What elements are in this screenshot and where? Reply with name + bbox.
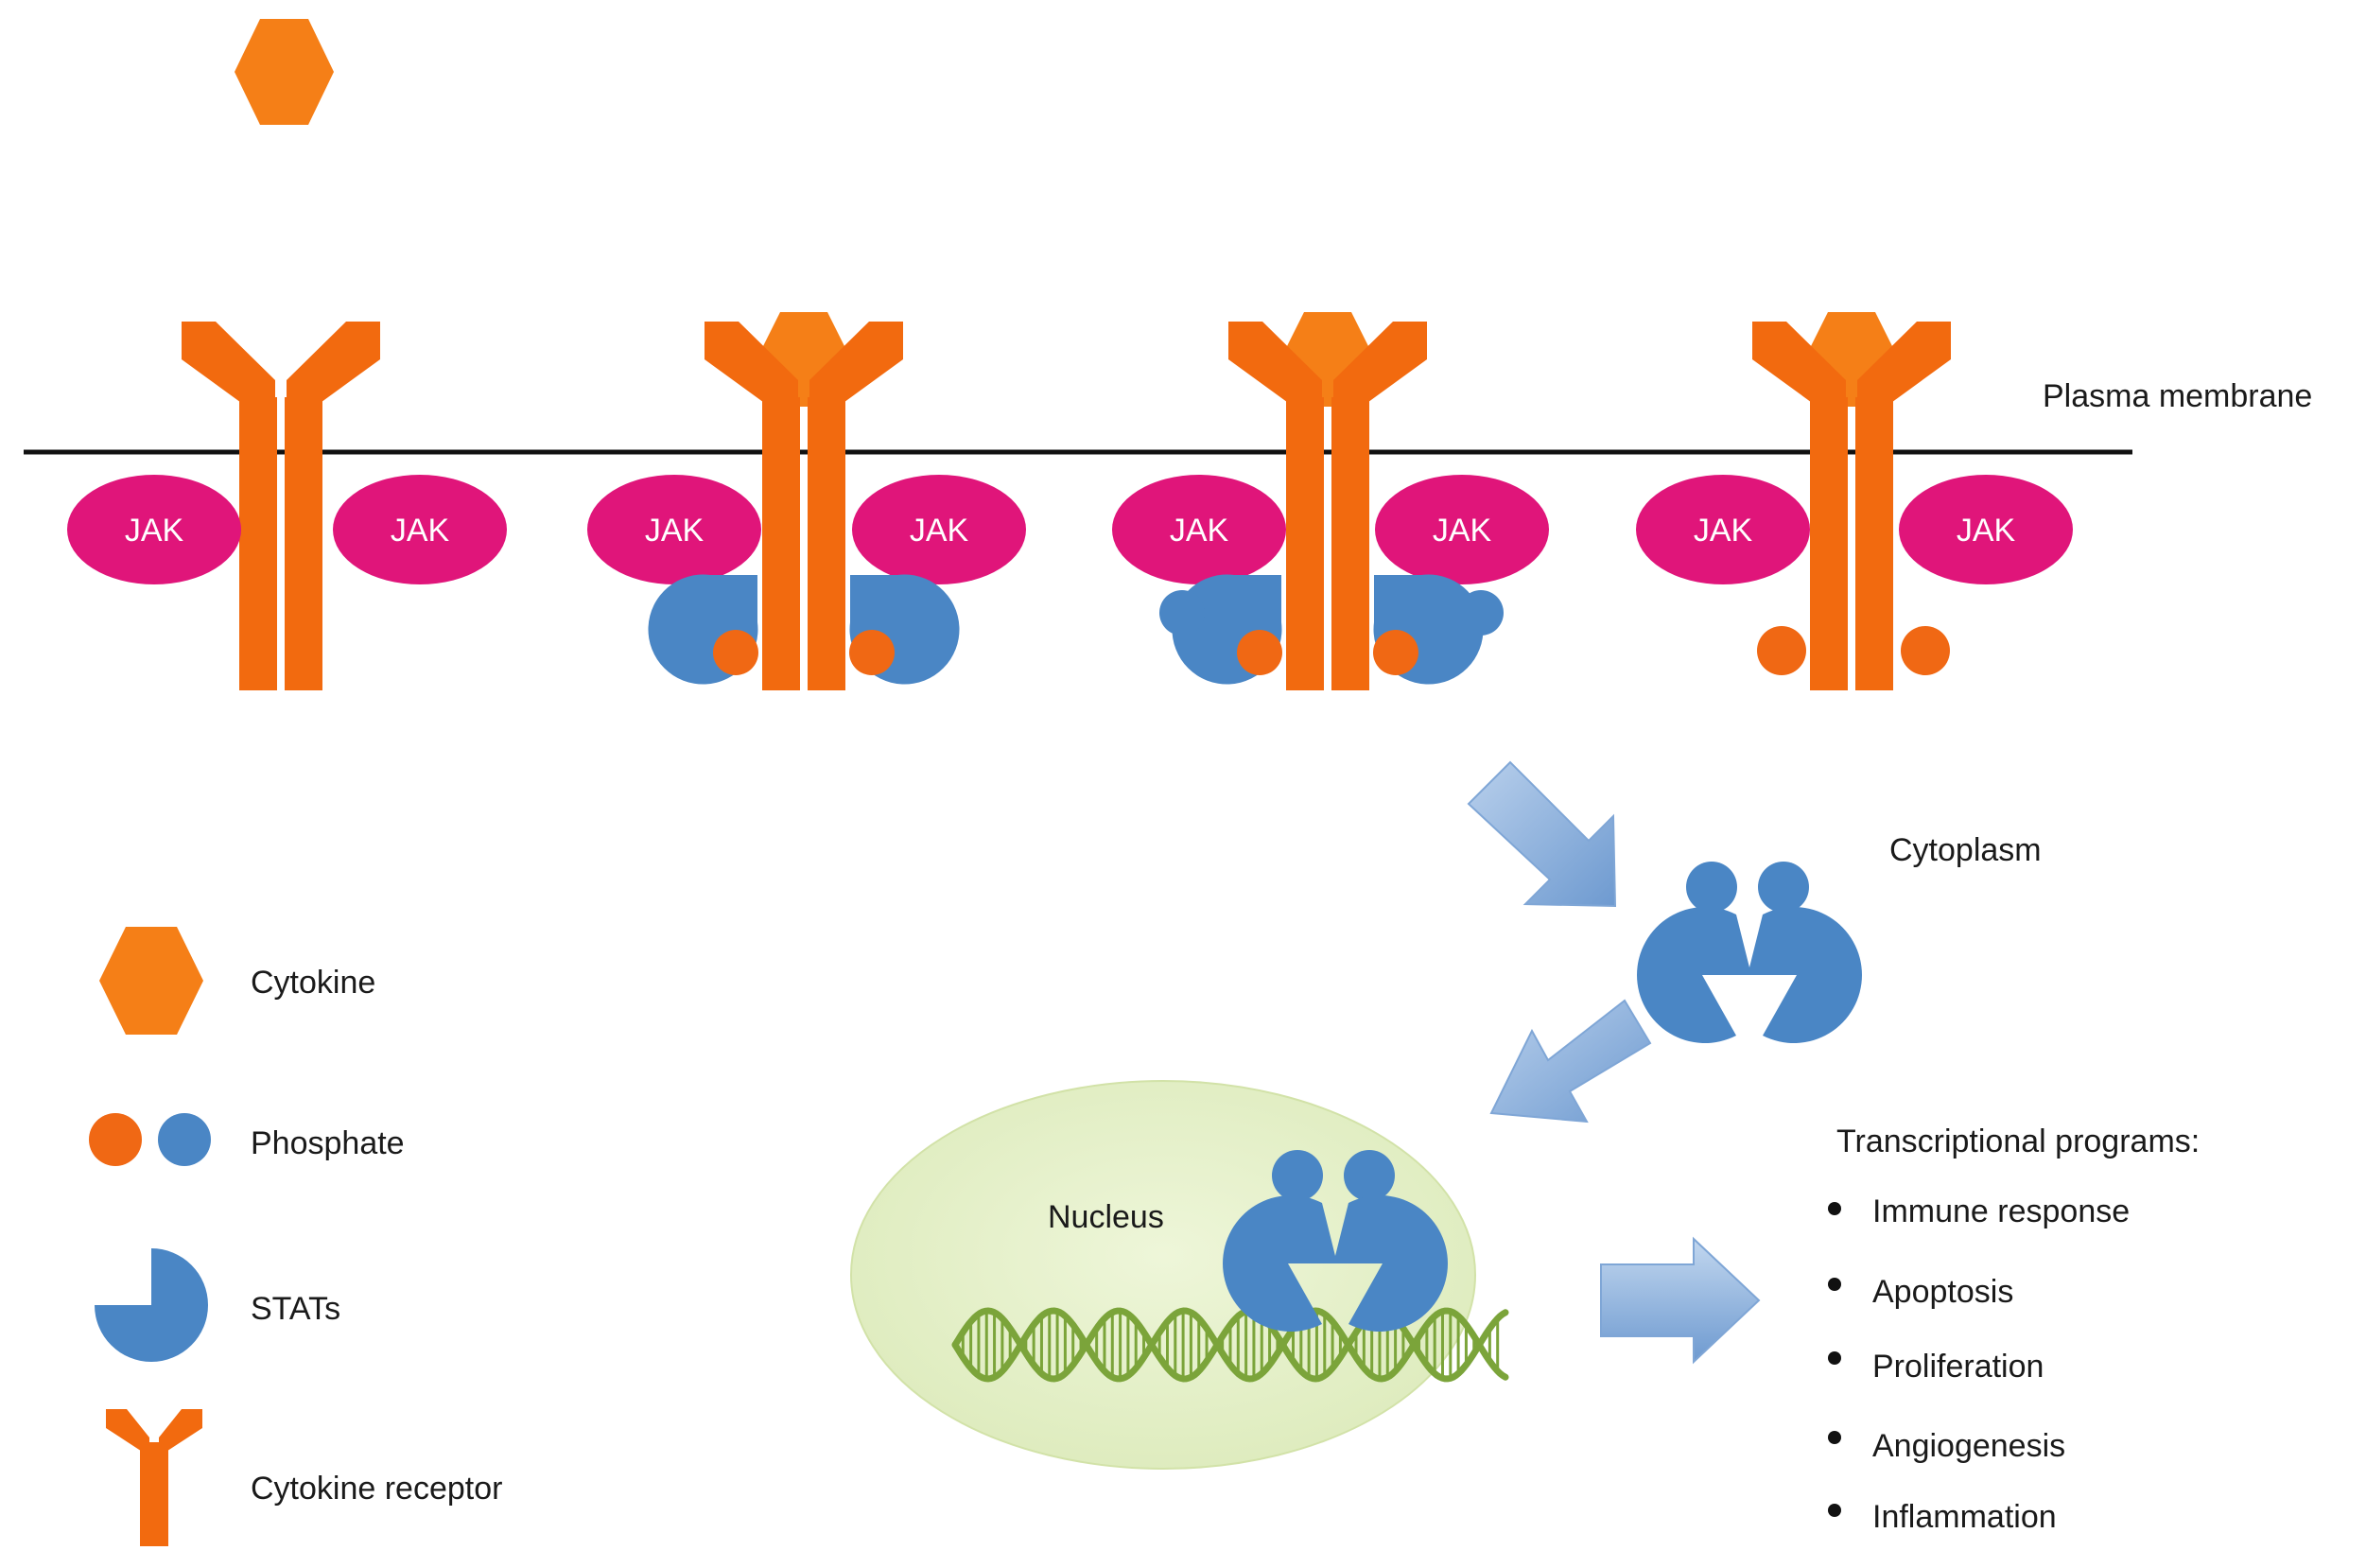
nuc-dimer-phosphate-left [1272,1150,1323,1201]
phosphate-3-right-orange [1373,630,1418,675]
bullet-2 [1828,1278,1841,1291]
jak-2-left-label: JAK [645,513,705,549]
dimer-stat-left [1637,907,1751,1043]
jak-1-left [67,475,241,584]
dimer-stat-right [1748,907,1862,1043]
legend-receptor-label: Cytokine receptor [251,1471,502,1507]
legend-cytokine-label: Cytokine [251,965,375,1001]
dimer-phosphate-left [1686,862,1737,913]
legend-phosphate-orange-icon [89,1113,142,1166]
program-item-2: Apoptosis [1872,1274,2013,1310]
nuc-dimer-stat-right [1333,1195,1448,1332]
jak-1-right-label: JAK [391,513,450,549]
legend-cytokine-icon [99,927,203,1035]
dna-strand-2 [951,1307,1509,1383]
jak-2-right [852,475,1026,584]
jak-4-left [1636,475,1810,584]
receptor-complex-3: JAK JAK [1112,312,1549,690]
jak-4-right-label: JAK [1957,513,2016,549]
programs-title: Transcriptional programs: [1836,1124,2200,1159]
nuc-dimer-stat-left [1223,1195,1337,1332]
jak-3-right-label: JAK [1433,513,1492,549]
receptor-complex-4: JAK JAK [1636,312,2073,690]
bullet-4 [1828,1431,1841,1444]
phosphate-2-left [713,630,758,675]
nucleus-label: Nucleus [1048,1199,1164,1235]
legend-stats-label: STATs [251,1291,340,1327]
jak-1-left-label: JAK [125,513,184,549]
legend: Cytokine Phosphate STATs Cytokine recept… [89,927,502,1546]
phosphate-3-left-blue [1159,590,1205,636]
phosphate-3-right-blue [1458,590,1504,636]
cytoplasm-label: Cytoplasm [1889,832,2042,868]
bullet-3 [1828,1351,1841,1365]
phosphate-3-left-orange [1237,630,1282,675]
dna-helix [951,1307,1509,1383]
receptor-complex-2: JAK JAK [587,312,1026,690]
legend-stat-icon [95,1248,208,1362]
stat-dimer-nucleus [1223,1150,1448,1332]
jak-4-right [1899,475,2073,584]
legend-phosphate-blue-icon [158,1113,211,1166]
arrow-to-nucleus [1489,999,1652,1124]
stat-dimer-cytoplasm [1637,862,1862,1043]
phosphate-4-right [1901,626,1950,675]
dimer-phosphate-right [1758,862,1809,913]
jak-3-left [1112,475,1286,584]
program-item-5: Inflammation [1872,1499,2057,1535]
programs-list: Immune response Apoptosis Proliferation … [1828,1193,2130,1535]
jak-3-right [1375,475,1549,584]
jak-3-left-label: JAK [1170,513,1229,549]
program-item-4: Angiogenesis [1872,1428,2065,1464]
jak-2-left [587,475,761,584]
legend-receptor-icon [106,1409,202,1546]
receptor-complex-1: JAK JAK [67,322,507,690]
nuc-dimer-phosphate-right [1344,1150,1395,1201]
arrow-to-cytoplasm [1467,760,1617,908]
jak-1-right [333,475,507,584]
legend-phosphate-label: Phosphate [251,1125,405,1161]
phosphate-2-right [849,630,895,675]
plasma-membrane-label: Plasma membrane [2043,378,2312,414]
phosphate-4-left [1757,626,1806,675]
arrow-to-programs [1600,1236,1761,1365]
bullet-5 [1828,1504,1841,1517]
jak-4-left-label: JAK [1694,513,1753,549]
jak-2-right-label: JAK [910,513,969,549]
free-cytokine [235,19,334,125]
program-item-3: Proliferation [1872,1349,2044,1385]
program-item-1: Immune response [1872,1193,2130,1229]
bullet-1 [1828,1202,1841,1215]
